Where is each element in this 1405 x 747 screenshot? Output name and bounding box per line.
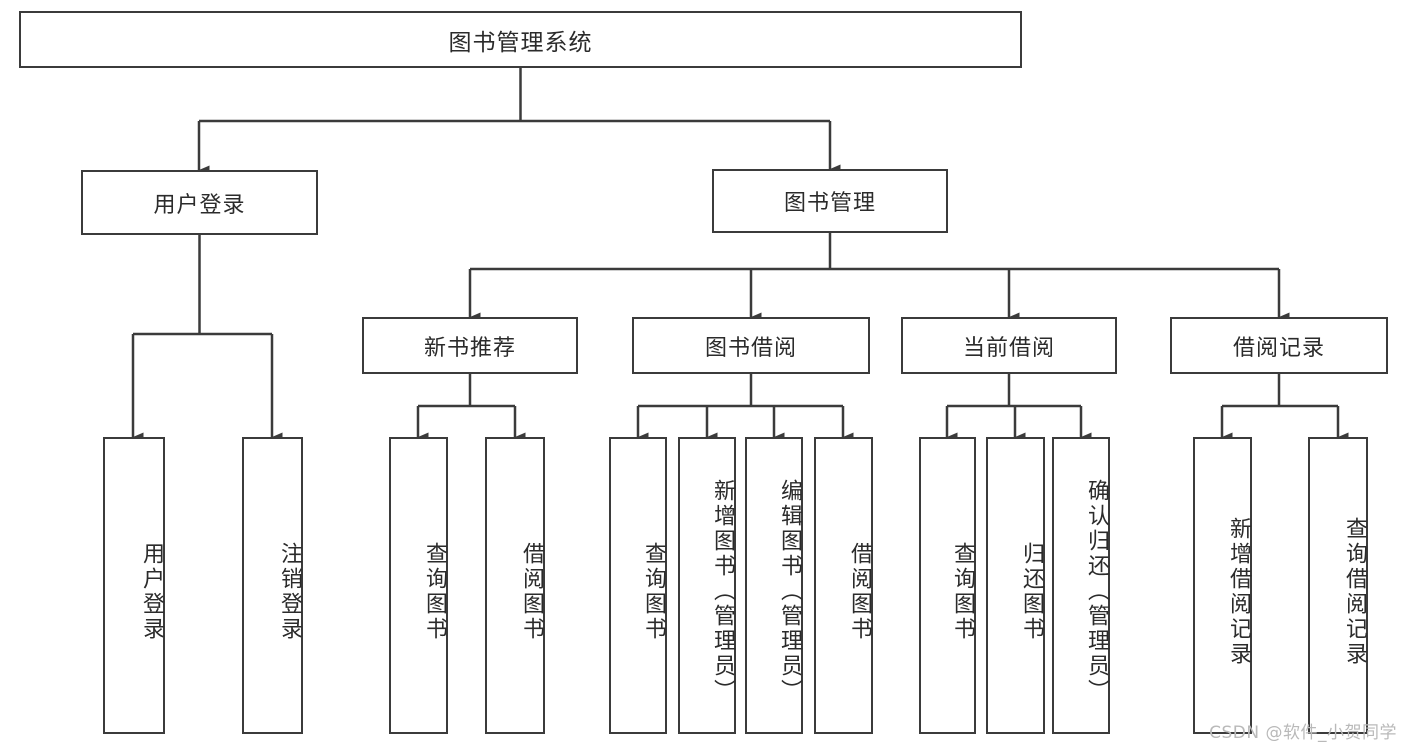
node-current-borrow[interactable]: 当前借阅 — [901, 317, 1117, 374]
node-label: 查询借阅记录 — [1342, 516, 1367, 667]
node-label: 借阅记录 — [1232, 335, 1325, 361]
leaf-user-login[interactable]: 用户登录 — [103, 437, 165, 734]
node-book-management[interactable]: 图书管理 — [712, 169, 948, 233]
node-borrow-record[interactable]: 借阅记录 — [1170, 317, 1388, 374]
node-label: 新增图书（管理员） — [710, 479, 735, 704]
node-label: 借阅图书 — [519, 541, 544, 642]
leaf-query-book-current[interactable]: 查询图书 — [919, 437, 976, 734]
leaf-logout[interactable]: 注销登录 — [242, 437, 303, 734]
node-label: 查询图书 — [950, 541, 975, 642]
node-label: 新书推荐 — [423, 335, 516, 361]
node-label: 查询图书 — [422, 541, 447, 642]
node-label: 确认归还（管理员） — [1084, 479, 1109, 704]
leaf-query-book-borrow[interactable]: 查询图书 — [609, 437, 667, 734]
node-label: 图书借阅 — [704, 335, 797, 361]
node-label: 用户登录 — [139, 541, 164, 642]
node-root[interactable]: 图书管理系统 — [19, 11, 1022, 68]
node-label: 编辑图书（管理员） — [777, 479, 802, 704]
leaf-query-borrow-record[interactable]: 查询借阅记录 — [1308, 437, 1368, 734]
leaf-add-borrow-record[interactable]: 新增借阅记录 — [1193, 437, 1252, 734]
csdn-watermark: CSDN @软件_小贺同学 — [1209, 723, 1397, 743]
node-label: 图书管理系统 — [448, 29, 593, 56]
node-label: 当前借阅 — [962, 335, 1055, 361]
node-label: 借阅图书 — [847, 541, 872, 642]
leaf-borrow-book[interactable]: 借阅图书 — [814, 437, 873, 734]
leaf-query-book-recommend[interactable]: 查询图书 — [389, 437, 448, 734]
node-new-book-recommend[interactable]: 新书推荐 — [362, 317, 578, 374]
leaf-confirm-return-admin[interactable]: 确认归还（管理员） — [1052, 437, 1110, 734]
node-label: 用户登录 — [153, 192, 246, 218]
leaf-add-book-admin[interactable]: 新增图书（管理员） — [678, 437, 736, 734]
node-user-login[interactable]: 用户登录 — [81, 170, 318, 235]
leaf-edit-book-admin[interactable]: 编辑图书（管理员） — [745, 437, 803, 734]
node-label: 查询图书 — [641, 541, 666, 642]
leaf-return-book[interactable]: 归还图书 — [986, 437, 1045, 734]
leaf-borrow-book-recommend[interactable]: 借阅图书 — [485, 437, 545, 734]
node-label: 图书管理 — [783, 191, 876, 216]
node-label: 归还图书 — [1019, 541, 1044, 642]
node-book-borrow[interactable]: 图书借阅 — [632, 317, 870, 374]
node-label: 新增借阅记录 — [1226, 516, 1251, 667]
node-label: 注销登录 — [277, 541, 302, 642]
